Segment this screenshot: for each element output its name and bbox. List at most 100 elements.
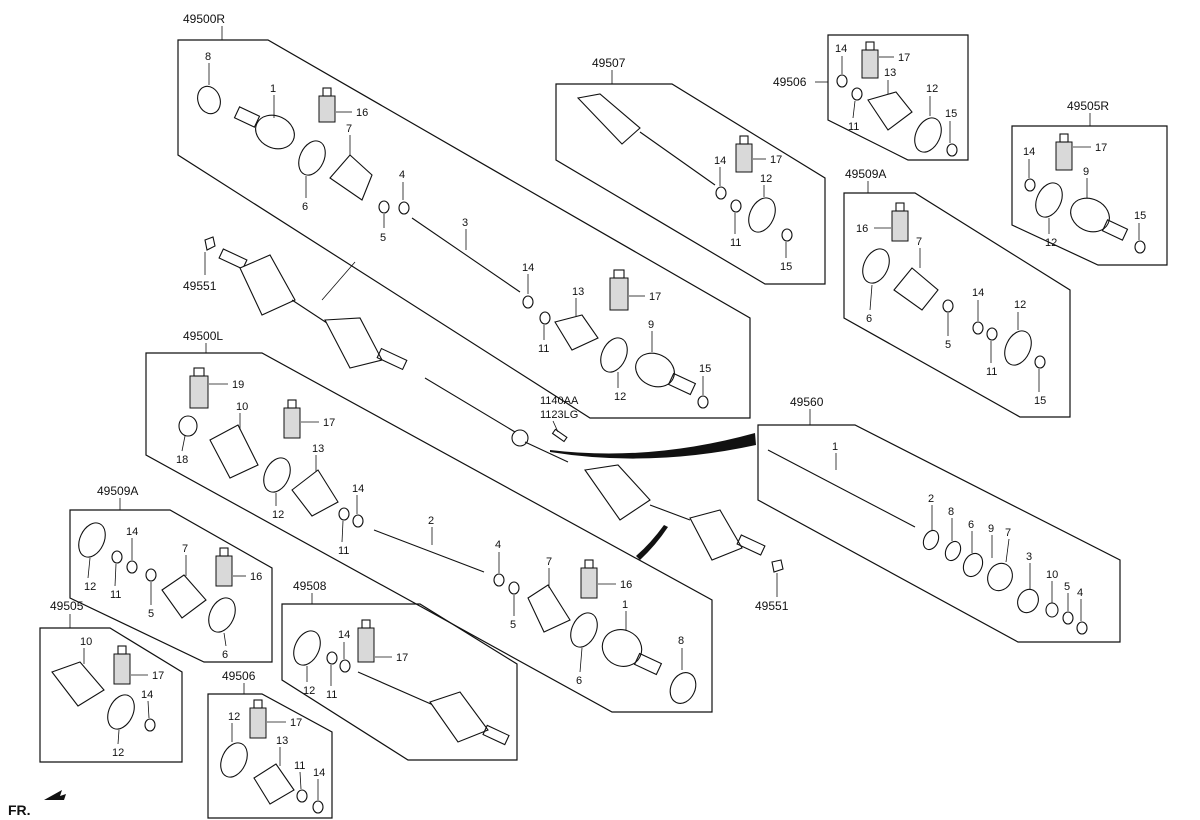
item-label[interactable]: 12 [760,173,772,185]
item-label[interactable]: 5 [148,608,154,620]
item-label[interactable]: 17 [898,52,910,64]
ring-part[interactable] [194,83,224,117]
item-label[interactable]: 11 [538,343,549,355]
ring-part[interactable] [910,114,947,157]
clip-part[interactable] [946,143,958,157]
item-label[interactable]: 4 [1077,587,1083,599]
bearing-part[interactable] [960,550,986,579]
assembled-axle-right[interactable]: 49551 [584,464,789,613]
clip-part[interactable] [1062,611,1074,625]
ring-part[interactable] [1031,179,1068,222]
grease-tube-part[interactable] [1055,141,1073,171]
item-label[interactable]: 1 [832,441,838,453]
item-label[interactable]: 15 [1034,395,1046,407]
cv-joint-part[interactable] [630,347,697,396]
group-code[interactable]: 49551 [183,279,217,293]
item-label[interactable]: 8 [948,506,954,518]
boot-part[interactable] [253,763,295,805]
item-label[interactable]: 11 [110,589,121,601]
ring-part[interactable] [204,594,241,637]
clip-part[interactable] [144,718,156,732]
group-code[interactable]: 49509A [97,484,138,498]
group-code[interactable]: 49500R [183,12,225,26]
item-label[interactable]: 9 [1083,166,1089,178]
clip-part[interactable] [942,299,954,313]
item-label[interactable]: 10 [1046,569,1058,581]
clip-part[interactable] [715,186,727,200]
item-label[interactable]: 13 [572,286,584,298]
item-label[interactable]: 13 [884,67,896,79]
boot-part[interactable] [329,154,373,201]
shaft-part[interactable] [639,131,716,186]
item-label[interactable]: 5 [380,232,386,244]
item-label[interactable]: 14 [338,629,350,641]
ring-part[interactable] [566,609,603,652]
grease-tube-part[interactable] [189,375,209,409]
joint-housing-part[interactable] [51,661,105,707]
boot-part[interactable] [527,584,571,633]
item-label[interactable]: 3 [462,217,468,229]
item-label[interactable]: 8 [205,51,211,63]
item-label[interactable]: 19 [232,379,244,391]
item-label[interactable]: 14 [141,689,153,701]
item-label[interactable]: 11 [326,689,337,701]
item-label[interactable]: 15 [945,108,957,120]
item-label[interactable]: 17 [770,154,782,166]
ring-part[interactable] [289,627,326,670]
clip-part[interactable] [398,201,410,215]
item-label[interactable]: 17 [323,417,335,429]
item-label[interactable]: 7 [346,123,352,135]
item-label[interactable]: 7 [916,236,922,248]
cv-joint-part[interactable] [576,93,641,145]
item-label[interactable]: 4 [399,169,405,181]
clip-part[interactable] [697,395,709,409]
item-label[interactable]: 14 [714,155,726,167]
item-label[interactable]: 18 [176,454,188,466]
grease-tube-part[interactable] [891,210,909,242]
assembled-axle[interactable]: 49551 1140AA 1123LG [183,236,579,463]
grease-tube-part[interactable] [580,567,598,599]
item-label[interactable]: 11 [338,545,349,557]
clip-part[interactable] [1134,240,1146,254]
clip-part[interactable] [781,228,793,242]
group-code[interactable]: 49506 [773,75,807,89]
item-label[interactable]: 12 [303,685,315,697]
item-label[interactable]: 12 [926,83,938,95]
grease-tube-part[interactable] [249,707,267,739]
item-label[interactable]: 17 [152,670,164,682]
item-label[interactable]: 14 [835,43,847,55]
cv-joint-part[interactable] [429,691,489,743]
clip-part[interactable] [1034,355,1046,369]
clip-part[interactable] [730,199,742,213]
ring-part[interactable] [596,334,633,377]
ring-part[interactable] [103,691,140,734]
ring-part[interactable] [942,539,963,563]
group-code[interactable]: 49509A [845,167,886,181]
item-label[interactable]: 15 [780,261,792,273]
item-label[interactable]: 5 [510,619,516,631]
clip-part[interactable] [972,321,984,335]
ring-part[interactable] [744,194,781,237]
item-label[interactable]: 7 [1005,527,1011,539]
grease-tube-part[interactable] [735,143,753,173]
item-label[interactable]: 17 [1095,142,1107,154]
item-label[interactable]: 12 [614,391,626,403]
item-label[interactable]: 13 [312,443,324,455]
joint-housing-part[interactable] [209,424,259,479]
clip-part[interactable] [1076,621,1088,635]
item-label[interactable]: 12 [228,711,240,723]
item-label[interactable]: 12 [272,509,284,521]
item-label[interactable]: 16 [856,223,868,235]
group-code[interactable]: 49560 [790,395,824,409]
clip-part[interactable] [986,327,998,341]
clip-part[interactable] [126,560,138,574]
boot-part[interactable] [554,314,599,351]
item-label[interactable]: 3 [1026,551,1032,563]
item-label[interactable]: 9 [648,319,654,331]
item-label[interactable]: 6 [866,313,872,325]
ring-part[interactable] [858,245,895,288]
boot-part[interactable] [161,574,207,619]
item-label[interactable]: 1 [270,83,276,95]
item-label[interactable]: 12 [1045,237,1057,249]
item-label[interactable]: 17 [290,717,302,729]
